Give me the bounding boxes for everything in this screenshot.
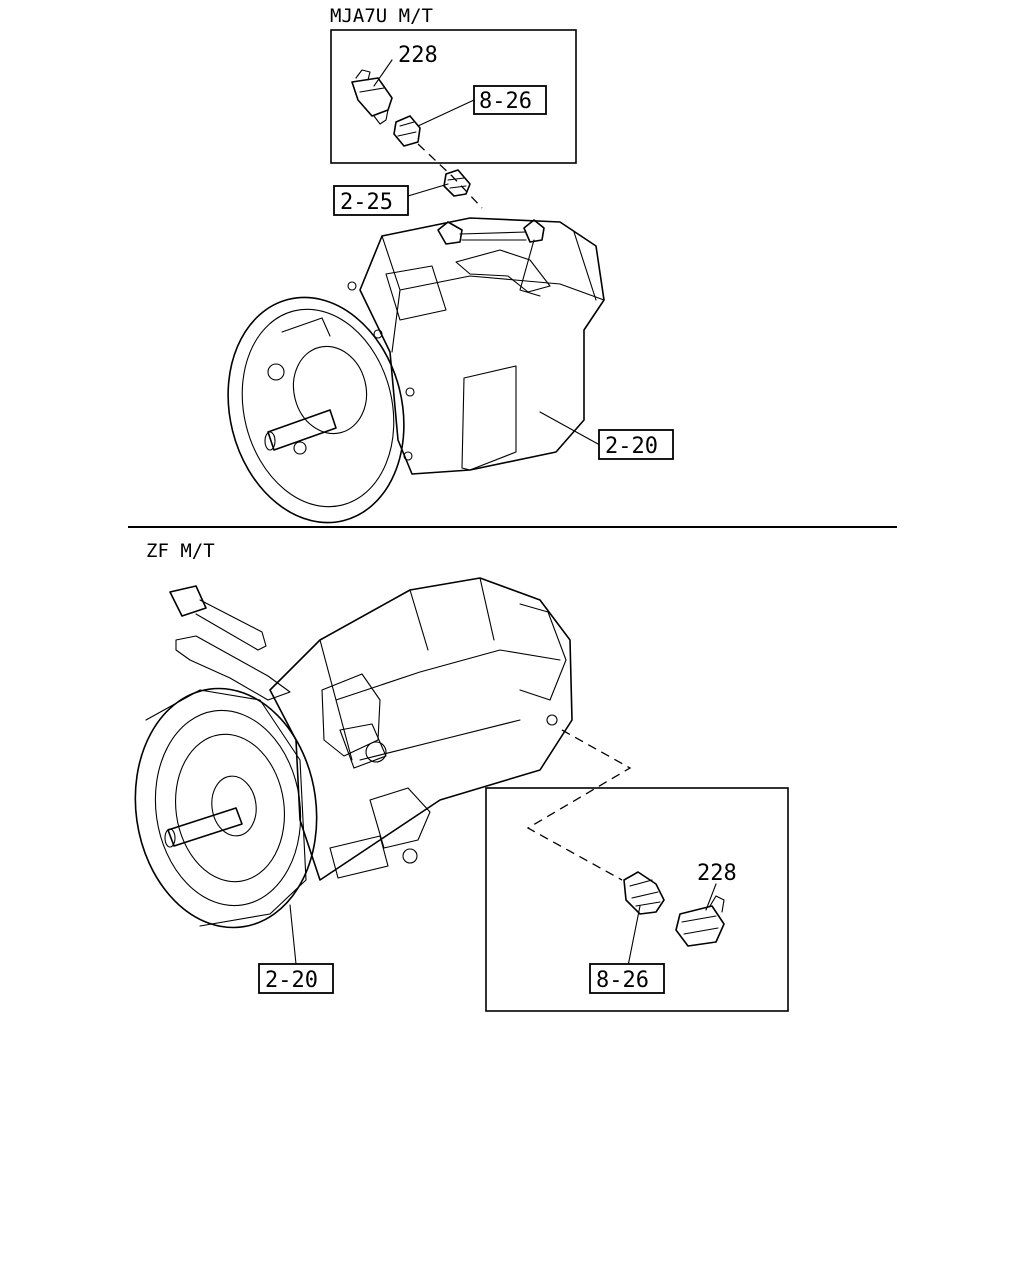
leader-2-20-top (539, 411, 599, 445)
leader-8-26-bottom (627, 905, 641, 967)
switch-8-26-top (393, 115, 421, 147)
callout-box-2-20-top (598, 429, 674, 460)
switch-8-26-bottom (623, 871, 665, 915)
callout-8-26-top: 8-26 (479, 89, 532, 114)
callout-2-20-bottom: 2-20 (265, 968, 318, 993)
connector-228-top (351, 69, 393, 125)
leader-2-20-bottom (289, 904, 297, 965)
assembly-line-top (417, 143, 483, 209)
callout-box-2-25 (333, 185, 409, 216)
section-title-mja7u: MJA7U M/T (330, 5, 433, 27)
connector-228-bottom (675, 895, 725, 947)
callout-box-8-26-top (473, 85, 547, 115)
leader-228-bottom (705, 883, 717, 911)
callout-2-25: 2-25 (340, 190, 393, 215)
leader-2-25 (407, 183, 449, 197)
callout-228-bottom: 228 (697, 861, 737, 886)
section-title-zf: ZF M/T (146, 540, 215, 562)
detail-inset-top (330, 29, 577, 164)
callout-box-8-26-bottom (589, 963, 665, 994)
callout-box-2-20-bottom (258, 963, 334, 994)
assembly-line-bottom (526, 729, 632, 881)
leader-228-top (373, 59, 393, 87)
leader-8-26-top (417, 99, 475, 127)
callout-228-top: 228 (398, 43, 438, 68)
callout-2-20-top: 2-20 (605, 434, 658, 459)
detail-inset-bottom (485, 787, 789, 1012)
transmission-mja7u (227, 217, 605, 524)
transmission-zf (134, 577, 573, 929)
callout-8-26-bottom: 8-26 (596, 968, 649, 993)
sensor-2-25 (443, 169, 471, 197)
